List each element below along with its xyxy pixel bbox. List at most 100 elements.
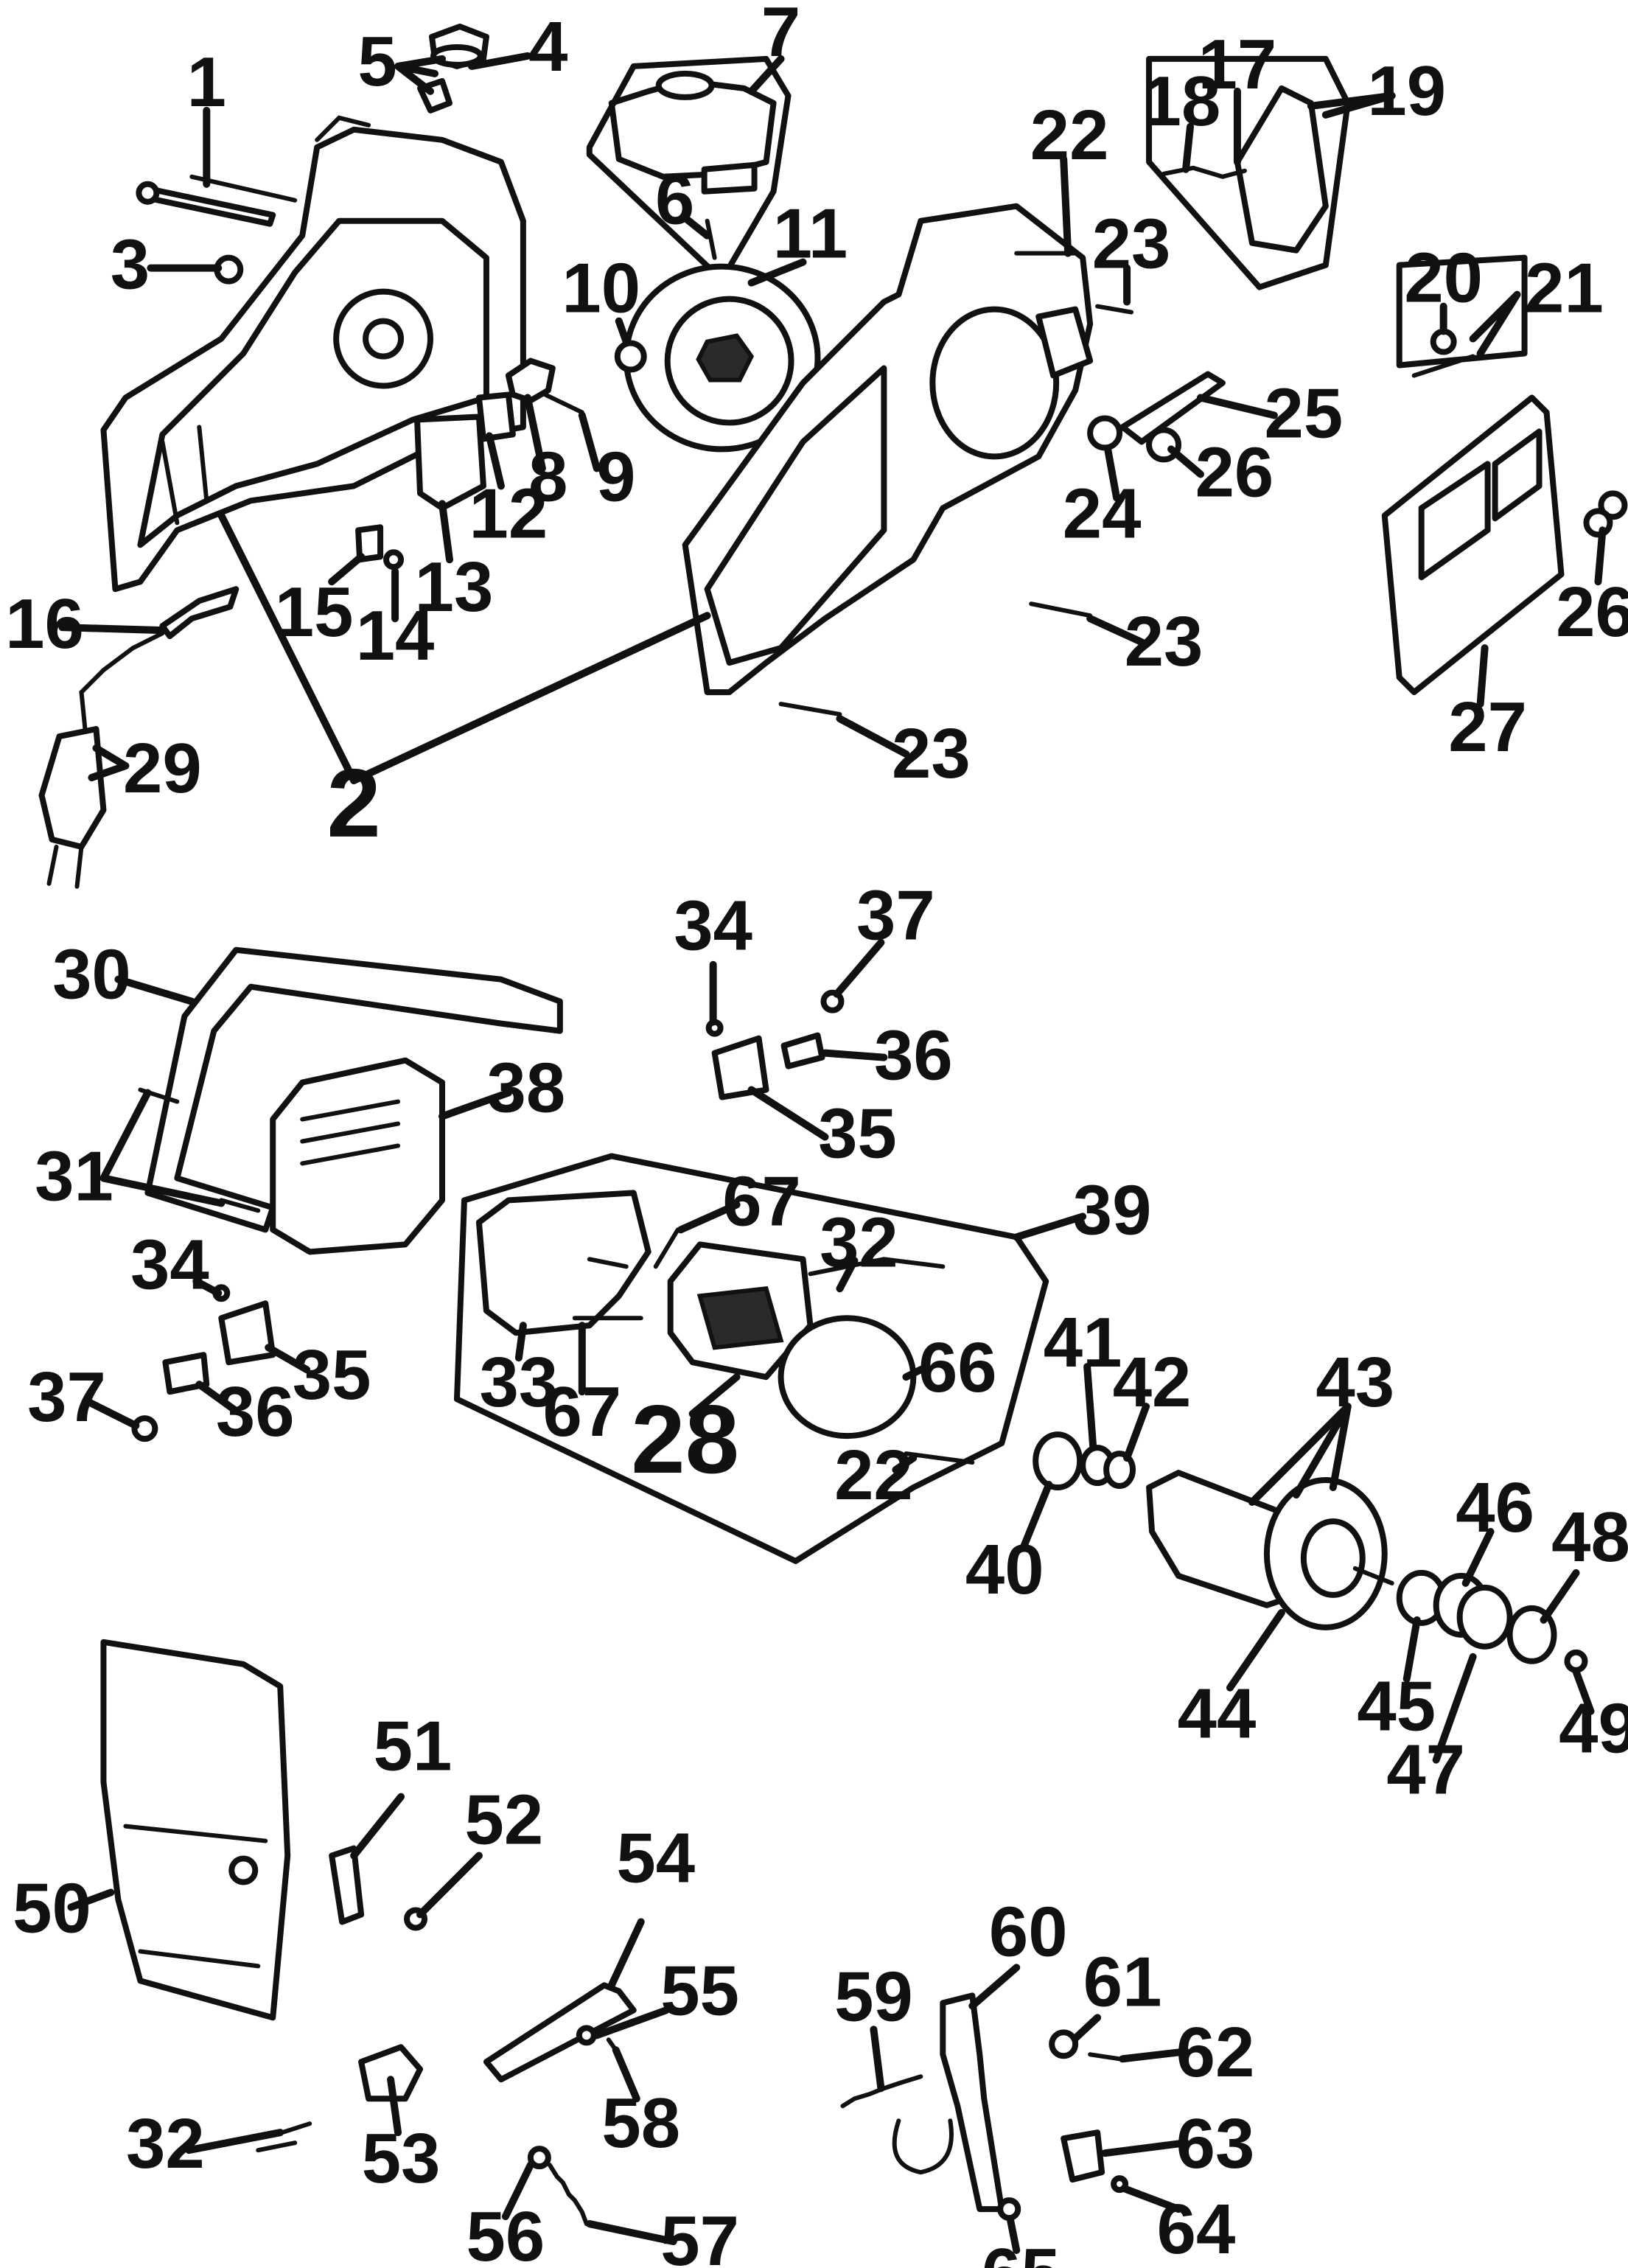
label-21: 21 [1525,249,1604,328]
label-54: 54 [616,1819,695,1898]
washer-10-part [614,340,647,373]
bracket-8-part [505,357,556,404]
label-44: 44 [1178,1675,1257,1754]
switch-cover-12-part [475,391,516,442]
left-housing-part [100,115,526,593]
label-34-a: 34 [674,887,752,966]
washer-24-part [1087,415,1123,451]
label-1: 1 [187,43,226,122]
label-32-b: 32 [126,2104,205,2183]
washer-61-part [1049,2029,1079,2059]
wire-67-part [572,1227,680,1321]
label-41: 41 [1044,1303,1122,1382]
cap-56-part [527,2146,551,2170]
label-5: 5 [357,22,396,101]
end-plate-66-part [778,1315,917,1440]
label-38: 38 [487,1049,566,1128]
label-48: 48 [1551,1498,1628,1577]
long-screw-part [136,174,298,227]
label-37-b: 37 [27,1358,106,1437]
label-23-a: 23 [1092,205,1171,284]
screw-23-c-part [778,702,842,717]
field-housing-33-part [475,1190,651,1336]
label-35-a: 35 [818,1094,897,1173]
adjust-screw-21-part [1411,354,1475,378]
label-32-a: 32 [820,1203,898,1282]
label-24: 24 [1063,474,1142,553]
label-22-b: 22 [834,1436,913,1515]
label-51: 51 [374,1707,453,1786]
label-62: 62 [1176,2013,1255,2092]
label-4: 4 [528,7,567,86]
label-65: 65 [982,2234,1061,2268]
label-20: 20 [1404,239,1483,318]
label-7: 7 [761,0,800,71]
clamp-15-part [355,524,384,563]
label-49: 49 [1559,1689,1628,1768]
label-23-c: 23 [892,714,971,793]
oil-tank-group-outline [586,55,792,283]
label-26-b: 26 [1556,573,1628,652]
label-52: 52 [465,1781,544,1860]
label-35-b: 35 [293,1336,371,1414]
catch-63-part [1061,2129,1105,2183]
label-40: 40 [965,1530,1044,1609]
label-28: 28 [631,1385,739,1493]
leader-lines [58,52,1607,2255]
catcher-bracket-17-part [1234,85,1329,254]
chain-catcher-group-outline [1146,55,1351,290]
washer-65-part [997,2197,1021,2222]
label-31: 31 [35,1137,113,1215]
label-37-a: 37 [856,876,935,955]
stator-group-outline [453,1153,1049,1564]
spring-57-part [547,2163,589,2227]
label-46: 46 [1456,1468,1534,1547]
switch-13-part [414,414,486,512]
washer-55-part [576,2025,597,2046]
brush-36-a-part [780,1032,825,1070]
label-58: 58 [601,2084,680,2163]
label-60: 60 [989,1892,1068,1971]
motor-cap-part [270,1057,445,1255]
tensioner-plate-25-part [1119,371,1226,445]
lever-54-part [483,1982,637,2083]
power-cord-part [38,586,240,889]
label-59: 59 [834,1957,913,2036]
sprocket-part [623,263,821,453]
label-42: 42 [1113,1343,1192,1422]
screw-14-part [383,549,405,571]
label-18: 18 [1142,62,1221,141]
right-housing-part [682,203,1094,696]
label-27: 27 [1448,688,1527,767]
label-3: 3 [111,226,150,304]
label-6: 6 [655,161,694,240]
label-34-b: 34 [130,1225,209,1304]
label-45: 45 [1357,1667,1436,1746]
label-55: 55 [660,1951,739,2030]
screw-23-a-part [1095,304,1134,315]
switch-53-part [358,2044,424,2102]
label-47: 47 [1386,1731,1465,1810]
label-14: 14 [356,596,435,675]
label-22-a: 22 [1030,96,1109,175]
label-39: 39 [1073,1170,1152,1249]
label-29: 29 [123,729,202,808]
label-30: 30 [52,935,131,1014]
label-25: 25 [1265,374,1344,453]
label-67-a: 67 [722,1162,801,1241]
screw-31-b-part [219,1198,261,1213]
label-33: 33 [480,1343,559,1422]
label-19: 19 [1367,52,1446,130]
screw-22-b-part [904,1451,975,1465]
oil-tank-part [608,70,777,260]
label-16: 16 [5,585,84,663]
spring-18-part [1161,165,1247,179]
label-26-a: 26 [1195,433,1274,512]
label-10: 10 [562,249,640,328]
label-61: 61 [1083,1942,1162,2021]
nut-26-c-part [1583,508,1613,538]
label-2: 2 [326,749,380,857]
label-17: 17 [1198,25,1277,104]
label-36-b: 36 [216,1372,295,1451]
spring-59-part [840,2074,923,2109]
